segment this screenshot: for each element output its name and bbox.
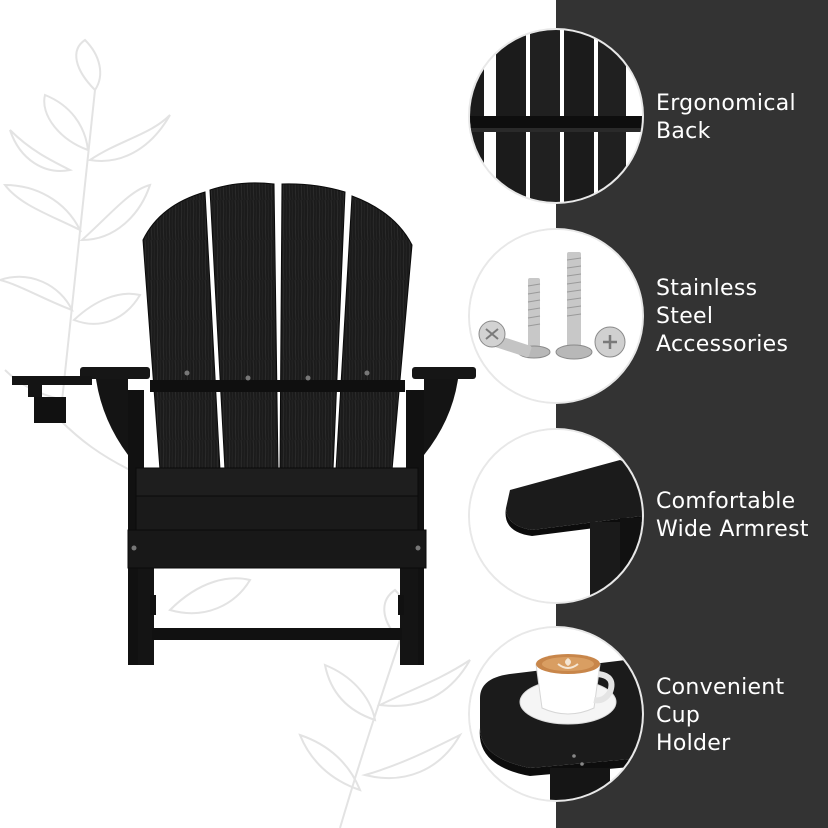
adirondack-chair-image	[12, 182, 476, 665]
feature-circle-bolts	[470, 230, 642, 402]
feature-label-armrest: Comfortable Wide Armrest	[656, 489, 809, 542]
product-panel	[0, 38, 476, 828]
cup-holder-image	[470, 628, 642, 800]
armrest-closeup-image	[470, 430, 642, 602]
feature-label-cup: Convenient Cup Holder	[656, 675, 785, 756]
backrest-closeup-image	[470, 30, 642, 202]
feature-label-back: Ergonomical Back	[656, 91, 796, 144]
bolts-image	[470, 230, 642, 402]
feature-circle-cup	[470, 628, 642, 800]
feature-label-bolts: Stainless Steel Accessories	[656, 276, 789, 357]
feature-circle-armrest	[470, 430, 642, 602]
feature-circle-back	[470, 30, 642, 202]
